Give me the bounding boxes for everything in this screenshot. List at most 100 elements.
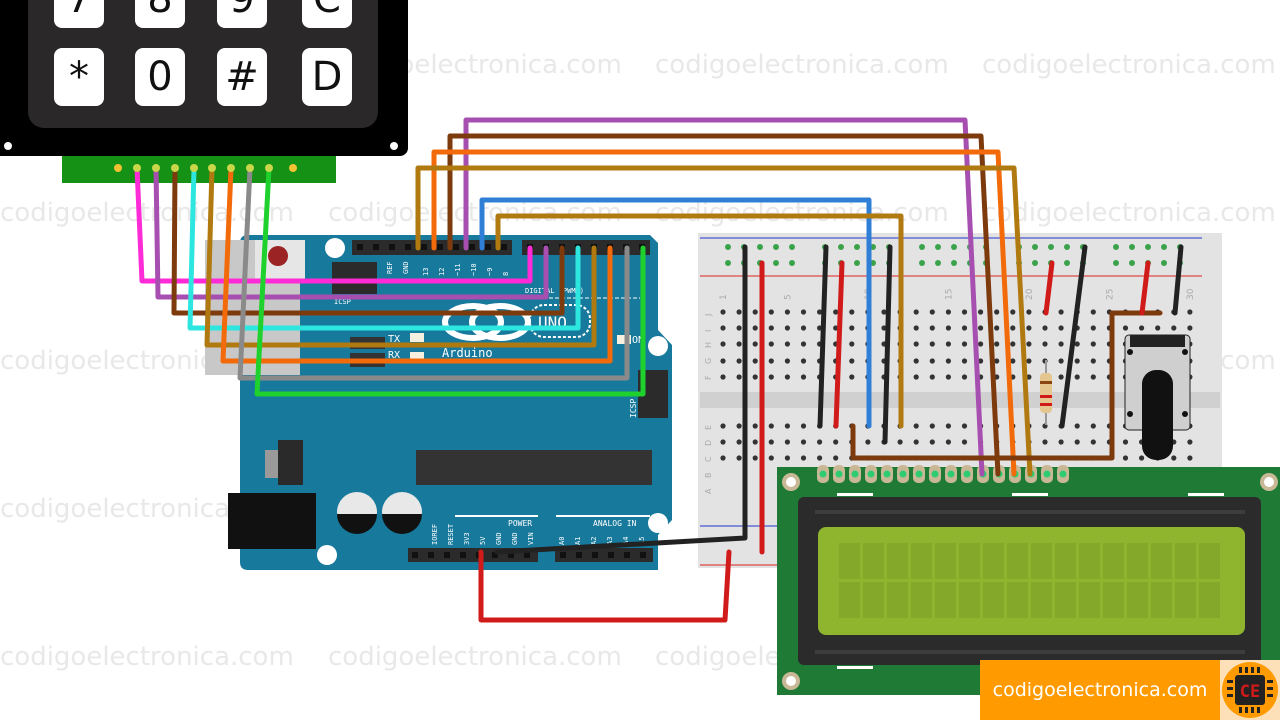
- potentiometer-knob[interactable]: [1142, 370, 1173, 460]
- lcd-char-cell: [1199, 543, 1220, 579]
- lcd-char-cell: [1103, 543, 1124, 579]
- keypad-pin: [227, 164, 235, 172]
- analog-header: [555, 548, 653, 562]
- keypad-key[interactable]: 7: [54, 0, 104, 28]
- arduino-brand-text: Arduino: [442, 346, 493, 360]
- header-pin-label: GND: [402, 261, 410, 274]
- keypad-key-hash[interactable]: #: [217, 48, 267, 106]
- wire-keypad-brown: [171, 165, 565, 316]
- site-banner[interactable]: codigoelectronica.com: [980, 660, 1220, 720]
- lcd-char-cell: [1175, 543, 1196, 579]
- keypad-pin: [208, 164, 216, 172]
- atmega-chip: [416, 450, 652, 485]
- digital-header-low: [522, 240, 650, 255]
- lcd-pin: [867, 470, 875, 478]
- wire-lcd-purple: [463, 117, 985, 477]
- keypad-pin: [265, 164, 273, 172]
- lcd-char-cell: [887, 543, 908, 579]
- lcd-char-cell: [1079, 582, 1100, 618]
- column-number: 25: [1105, 289, 1115, 300]
- wire-lcd-brown: [447, 133, 1001, 477]
- row-letter: A: [704, 488, 713, 494]
- lcd-char-cell: [1175, 582, 1196, 618]
- wire-pot-black: [1172, 244, 1184, 316]
- power-pin-label: 3V3: [463, 532, 471, 545]
- arduino-logo: [442, 303, 504, 341]
- potentiometer[interactable]: [1124, 334, 1191, 460]
- lcd-char-cell: [1127, 543, 1148, 579]
- lcd-16x2: [777, 465, 1280, 695]
- analog-pin-label: A2: [590, 537, 598, 545]
- lcd-char-cell: [1031, 543, 1052, 579]
- analog-label: ANALOG IN: [593, 519, 637, 528]
- digital-pin-label: ~10: [470, 263, 478, 276]
- column-number: 30: [1186, 288, 1196, 300]
- power-jack: [228, 493, 316, 549]
- keypad-key[interactable]: 8: [135, 0, 185, 28]
- keypad-key-d[interactable]: D: [302, 48, 352, 106]
- wire-red: [833, 260, 845, 429]
- watermark: codigoelectronica.com: [0, 198, 294, 228]
- keypad-pin: [152, 164, 160, 172]
- row-letter: F: [704, 375, 713, 380]
- wire-pot-brown: [850, 310, 1163, 461]
- lcd-char-cell: [1127, 582, 1148, 618]
- digital-pin-label: ~9: [486, 268, 494, 276]
- lcd-char-cell: [839, 543, 860, 579]
- icsp2-label: ICSP: [629, 399, 638, 418]
- watermark: codigoelectronica.com: [0, 642, 294, 672]
- lcd-char-cell: [983, 582, 1004, 618]
- keypad: [0, 0, 408, 183]
- lcd-char-cell: [1007, 582, 1028, 618]
- power-pin-label: IOREF: [431, 524, 439, 545]
- digital-pin-label: 12: [438, 268, 446, 276]
- keypad-key-0[interactable]: 0: [135, 48, 185, 106]
- lcd-char-cell: [935, 543, 956, 579]
- lcd-char-cell: [935, 582, 956, 618]
- row-letter: G: [704, 358, 713, 364]
- wire-gnd: [494, 244, 748, 555]
- icsp-header: [332, 262, 377, 294]
- rx-label: RX: [388, 350, 400, 361]
- keypad-key-star[interactable]: *: [54, 48, 104, 106]
- keypad-key[interactable]: 9: [217, 0, 267, 28]
- row-letter: I: [704, 330, 713, 332]
- digital-pin-label: 8: [502, 272, 510, 276]
- lcd-char-cell: [887, 582, 908, 618]
- lcd-char-cell: [1199, 582, 1220, 618]
- lcd-char-cell: [1007, 543, 1028, 579]
- analog-pin-label: A3: [606, 537, 614, 545]
- header-pin-label: REF: [386, 261, 394, 274]
- lcd-pin: [963, 470, 971, 478]
- power-pin-label: VIN: [527, 532, 535, 545]
- digital-pin-label: 13: [422, 268, 430, 276]
- keypad-pin: [133, 164, 141, 172]
- wire-keypad-green: [254, 165, 646, 397]
- lcd-pin: [1059, 470, 1067, 478]
- keypad-pin: [246, 164, 254, 172]
- power-pin-label: GND: [495, 532, 503, 545]
- watermark: codigoelectronica.com: [655, 50, 949, 80]
- lcd-char-cell: [1079, 543, 1100, 579]
- row-letter: B: [704, 473, 713, 479]
- lcd-pin: [819, 470, 827, 478]
- column-number: 15: [944, 289, 954, 300]
- wire-keypad-orange: [220, 165, 613, 364]
- lcd-pin: [835, 470, 843, 478]
- digital-label: DIGITAL (PWM~): [525, 287, 584, 295]
- lcd-char-cell: [959, 582, 980, 618]
- lcd-char-cell: [839, 582, 860, 618]
- wire-5v: [478, 549, 732, 623]
- column-number: 20: [1025, 288, 1035, 300]
- row-letter: J: [704, 314, 713, 317]
- watermark: codigoelectronica.com: [328, 642, 622, 672]
- lcd-char-cell: [1151, 543, 1172, 579]
- keypad-key[interactable]: C: [302, 0, 352, 28]
- site-url[interactable]: codigoelectronica.com: [992, 679, 1208, 701]
- lcd-char-cell: [911, 582, 932, 618]
- logo-text: CE: [1240, 682, 1260, 702]
- row-letter: D: [704, 440, 713, 446]
- lcd-pin: [915, 470, 923, 478]
